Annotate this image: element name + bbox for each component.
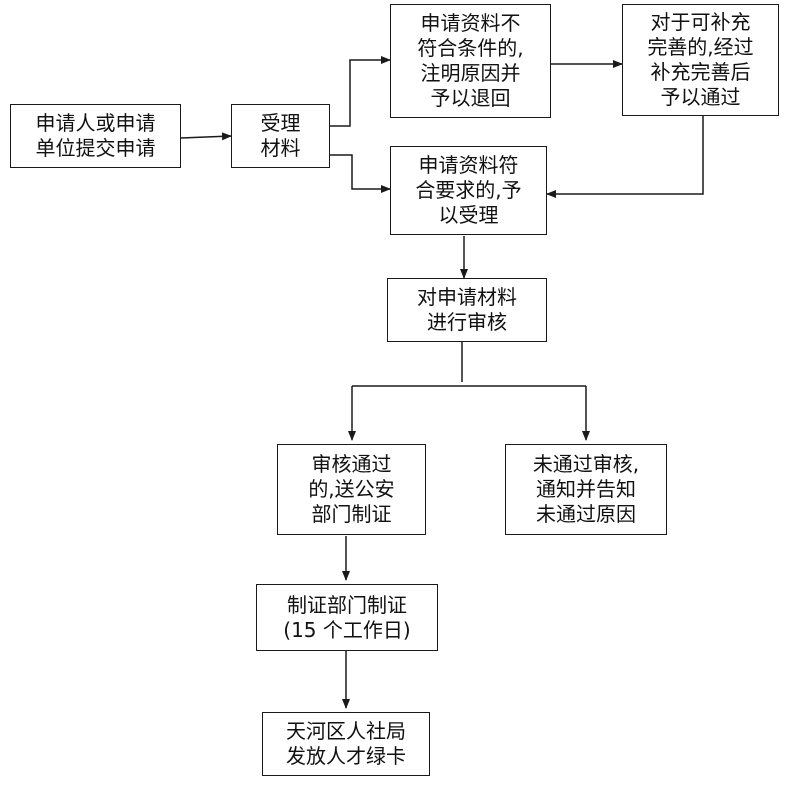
arrow-receive-to-accept bbox=[330, 154, 391, 193]
node-issue: 天河区人社局 发放人才绿卡 bbox=[262, 712, 430, 776]
arrow-receive-to-reject bbox=[330, 56, 391, 127]
node-receive: 受理 材料 bbox=[231, 104, 330, 168]
node-accept: 申请资料符 合要求的,予 以受理 bbox=[390, 146, 547, 235]
node-review: 对申请材料 进行审核 bbox=[387, 278, 547, 342]
node-not-approved: 未通过审核, 通知并告知 未通过原因 bbox=[505, 444, 667, 535]
node-approved: 审核通过 的,送公安 部门制证 bbox=[277, 444, 426, 535]
arrow-applicant-to-receive bbox=[180, 132, 232, 141]
arrow-supplement-to-accept bbox=[546, 116, 704, 198]
node-supplement: 对于可补充 完善的,经过 补充完善后 予以通过 bbox=[622, 4, 779, 116]
node-reject-incomplete: 申请资料不 符合条件的, 注明原因并 予以退回 bbox=[390, 4, 551, 118]
node-applicant: 申请人或申请 单位提交申请 bbox=[10, 104, 181, 168]
node-produce: 制证部门制证 (15 个工作日) bbox=[256, 584, 438, 651]
